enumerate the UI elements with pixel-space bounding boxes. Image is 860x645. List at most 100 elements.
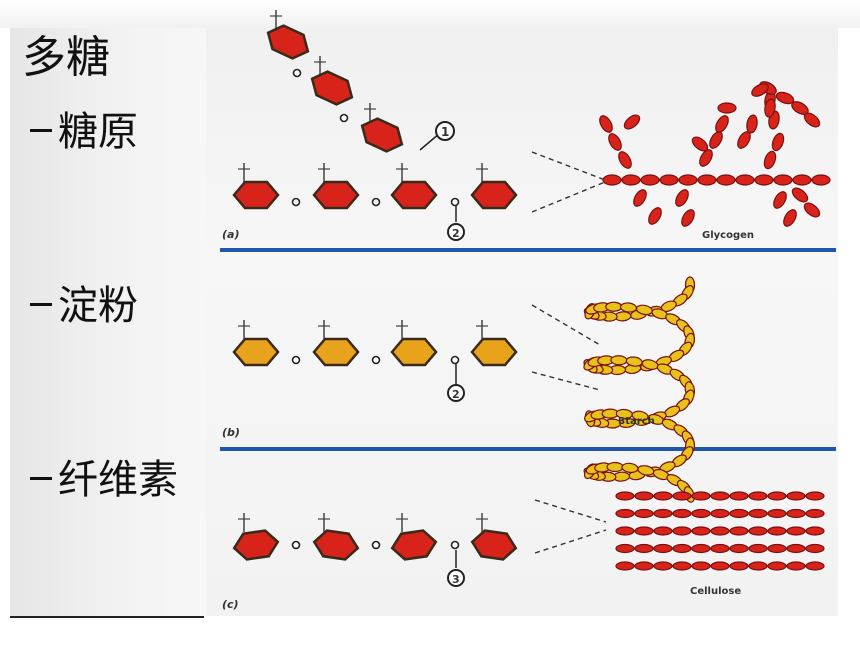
glucose-unit	[691, 526, 711, 536]
glucose-unit	[605, 301, 623, 312]
glucose-unit	[710, 491, 730, 501]
glucose-unit	[748, 543, 768, 554]
glucose-ring	[310, 56, 354, 106]
glucose-unit	[748, 508, 768, 519]
marker-3-cellulose: 3	[447, 569, 465, 587]
glycosidic-oxygen	[371, 197, 381, 207]
glucose-unit	[615, 491, 635, 501]
glucose-unit	[606, 461, 624, 473]
glucose-unit	[634, 526, 654, 536]
glycosidic-oxygen	[450, 540, 460, 550]
marker-2-starch: 2	[447, 384, 465, 402]
zoom-line	[531, 181, 606, 213]
svg-text:2: 2	[452, 227, 460, 240]
marker-1: 1	[419, 121, 455, 151]
glucose-unit	[697, 174, 717, 186]
glucose-unit	[767, 561, 787, 571]
glucose-unit	[621, 462, 639, 474]
glucose-unit	[610, 355, 628, 366]
glycosidic-oxygen	[450, 355, 460, 365]
glucose-unit	[729, 526, 749, 536]
glucose-unit	[786, 561, 806, 571]
zoom-line	[534, 499, 607, 523]
left-text-panel	[10, 28, 206, 616]
glucose-unit	[621, 174, 641, 186]
glucose-unit	[775, 91, 795, 105]
glycosidic-oxygen	[450, 197, 460, 207]
glucose-unit	[754, 174, 774, 186]
glucose-unit	[619, 302, 638, 313]
glucose-unit	[615, 508, 635, 519]
top-band	[0, 0, 860, 28]
glucose-unit	[634, 561, 654, 571]
glucose-unit	[746, 114, 758, 134]
glycosidic-oxygen	[291, 355, 301, 365]
svg-text:3: 3	[452, 573, 460, 586]
glucose-unit	[767, 543, 787, 554]
bullet-label: 纤维素	[58, 457, 178, 503]
glucose-ring	[312, 163, 360, 210]
glycosidic-oxygen	[371, 355, 381, 365]
bullet-dash	[30, 128, 52, 132]
glucose-unit	[608, 133, 622, 151]
glucose-unit	[786, 526, 806, 536]
glucose-unit	[773, 191, 787, 209]
glucose-unit	[773, 174, 793, 186]
glucose-unit	[615, 543, 635, 554]
glucose-ring	[360, 103, 404, 153]
glycosidic-oxygen	[291, 540, 301, 550]
glucose-unit	[615, 561, 635, 571]
glycosidic-oxygen	[339, 113, 349, 123]
glucose-unit	[691, 561, 711, 571]
glucose-unit	[691, 543, 711, 554]
glucose-unit	[615, 526, 635, 536]
marker-2-glycogen: 2	[447, 223, 465, 241]
slide-heading: 多糖	[22, 32, 110, 83]
glycosidic-oxygen	[371, 540, 381, 550]
cellulose-label: Cellulose	[690, 586, 741, 597]
glucose-unit	[653, 491, 673, 501]
glucose-unit	[729, 491, 749, 501]
glucose-unit	[634, 491, 654, 501]
glucose-ring	[470, 163, 518, 210]
bullet-starch: 淀粉	[30, 286, 138, 326]
glucose-unit	[729, 543, 749, 554]
glucose-unit	[786, 543, 806, 554]
glucose-unit	[653, 561, 673, 571]
glucose-unit	[675, 189, 689, 207]
zoom-line	[531, 304, 601, 346]
glucose-unit	[805, 543, 825, 554]
bullet-glycogen: 糖原	[30, 112, 138, 152]
glycosidic-oxygen	[292, 68, 302, 78]
glucose-unit	[653, 508, 673, 519]
glucose-unit	[710, 561, 730, 571]
glycosidic-oxygen	[291, 197, 301, 207]
glucose-unit	[672, 543, 692, 554]
glucose-ring	[470, 320, 518, 367]
glucose-unit	[659, 174, 679, 186]
glucose-unit	[767, 491, 787, 501]
bullet-label: 淀粉	[58, 283, 138, 329]
glucose-unit	[811, 174, 831, 186]
glucose-ring	[390, 163, 438, 210]
glucose-unit	[691, 136, 709, 152]
glucose-unit	[672, 561, 692, 571]
panel-glycogen	[232, 10, 831, 227]
glucose-unit	[786, 491, 806, 501]
glucose-unit	[748, 491, 768, 501]
glucose-unit	[729, 561, 749, 571]
glucose-ring	[266, 10, 310, 60]
glucose-unit	[792, 174, 812, 186]
glucose-unit	[672, 526, 692, 536]
glucose-ring	[312, 320, 360, 367]
glucose-unit	[771, 132, 785, 152]
glucose-unit	[735, 174, 755, 186]
glucose-unit	[805, 508, 825, 519]
panel-letter-a: (a)	[222, 228, 239, 241]
glucose-unit	[681, 209, 695, 227]
glucose-ring	[390, 320, 438, 367]
glucose-unit	[805, 491, 825, 501]
glucose-unit	[648, 207, 662, 225]
glucose-unit	[699, 149, 713, 167]
panel-letter-b: (b)	[222, 426, 240, 439]
